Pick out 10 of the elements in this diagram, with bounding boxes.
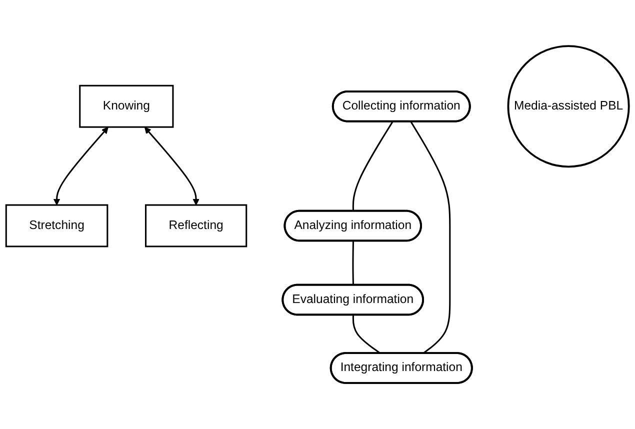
connector <box>352 241 354 286</box>
node-box: Stretching <box>5 204 108 248</box>
node-box: Reflecting <box>145 204 248 248</box>
arrow <box>144 126 200 206</box>
arrow <box>53 126 108 206</box>
connector <box>352 121 394 212</box>
connector <box>352 315 381 354</box>
node-box: Knowing <box>79 84 174 128</box>
connector <box>410 121 451 354</box>
node-circle: Media-assisted PBL <box>507 45 630 168</box>
